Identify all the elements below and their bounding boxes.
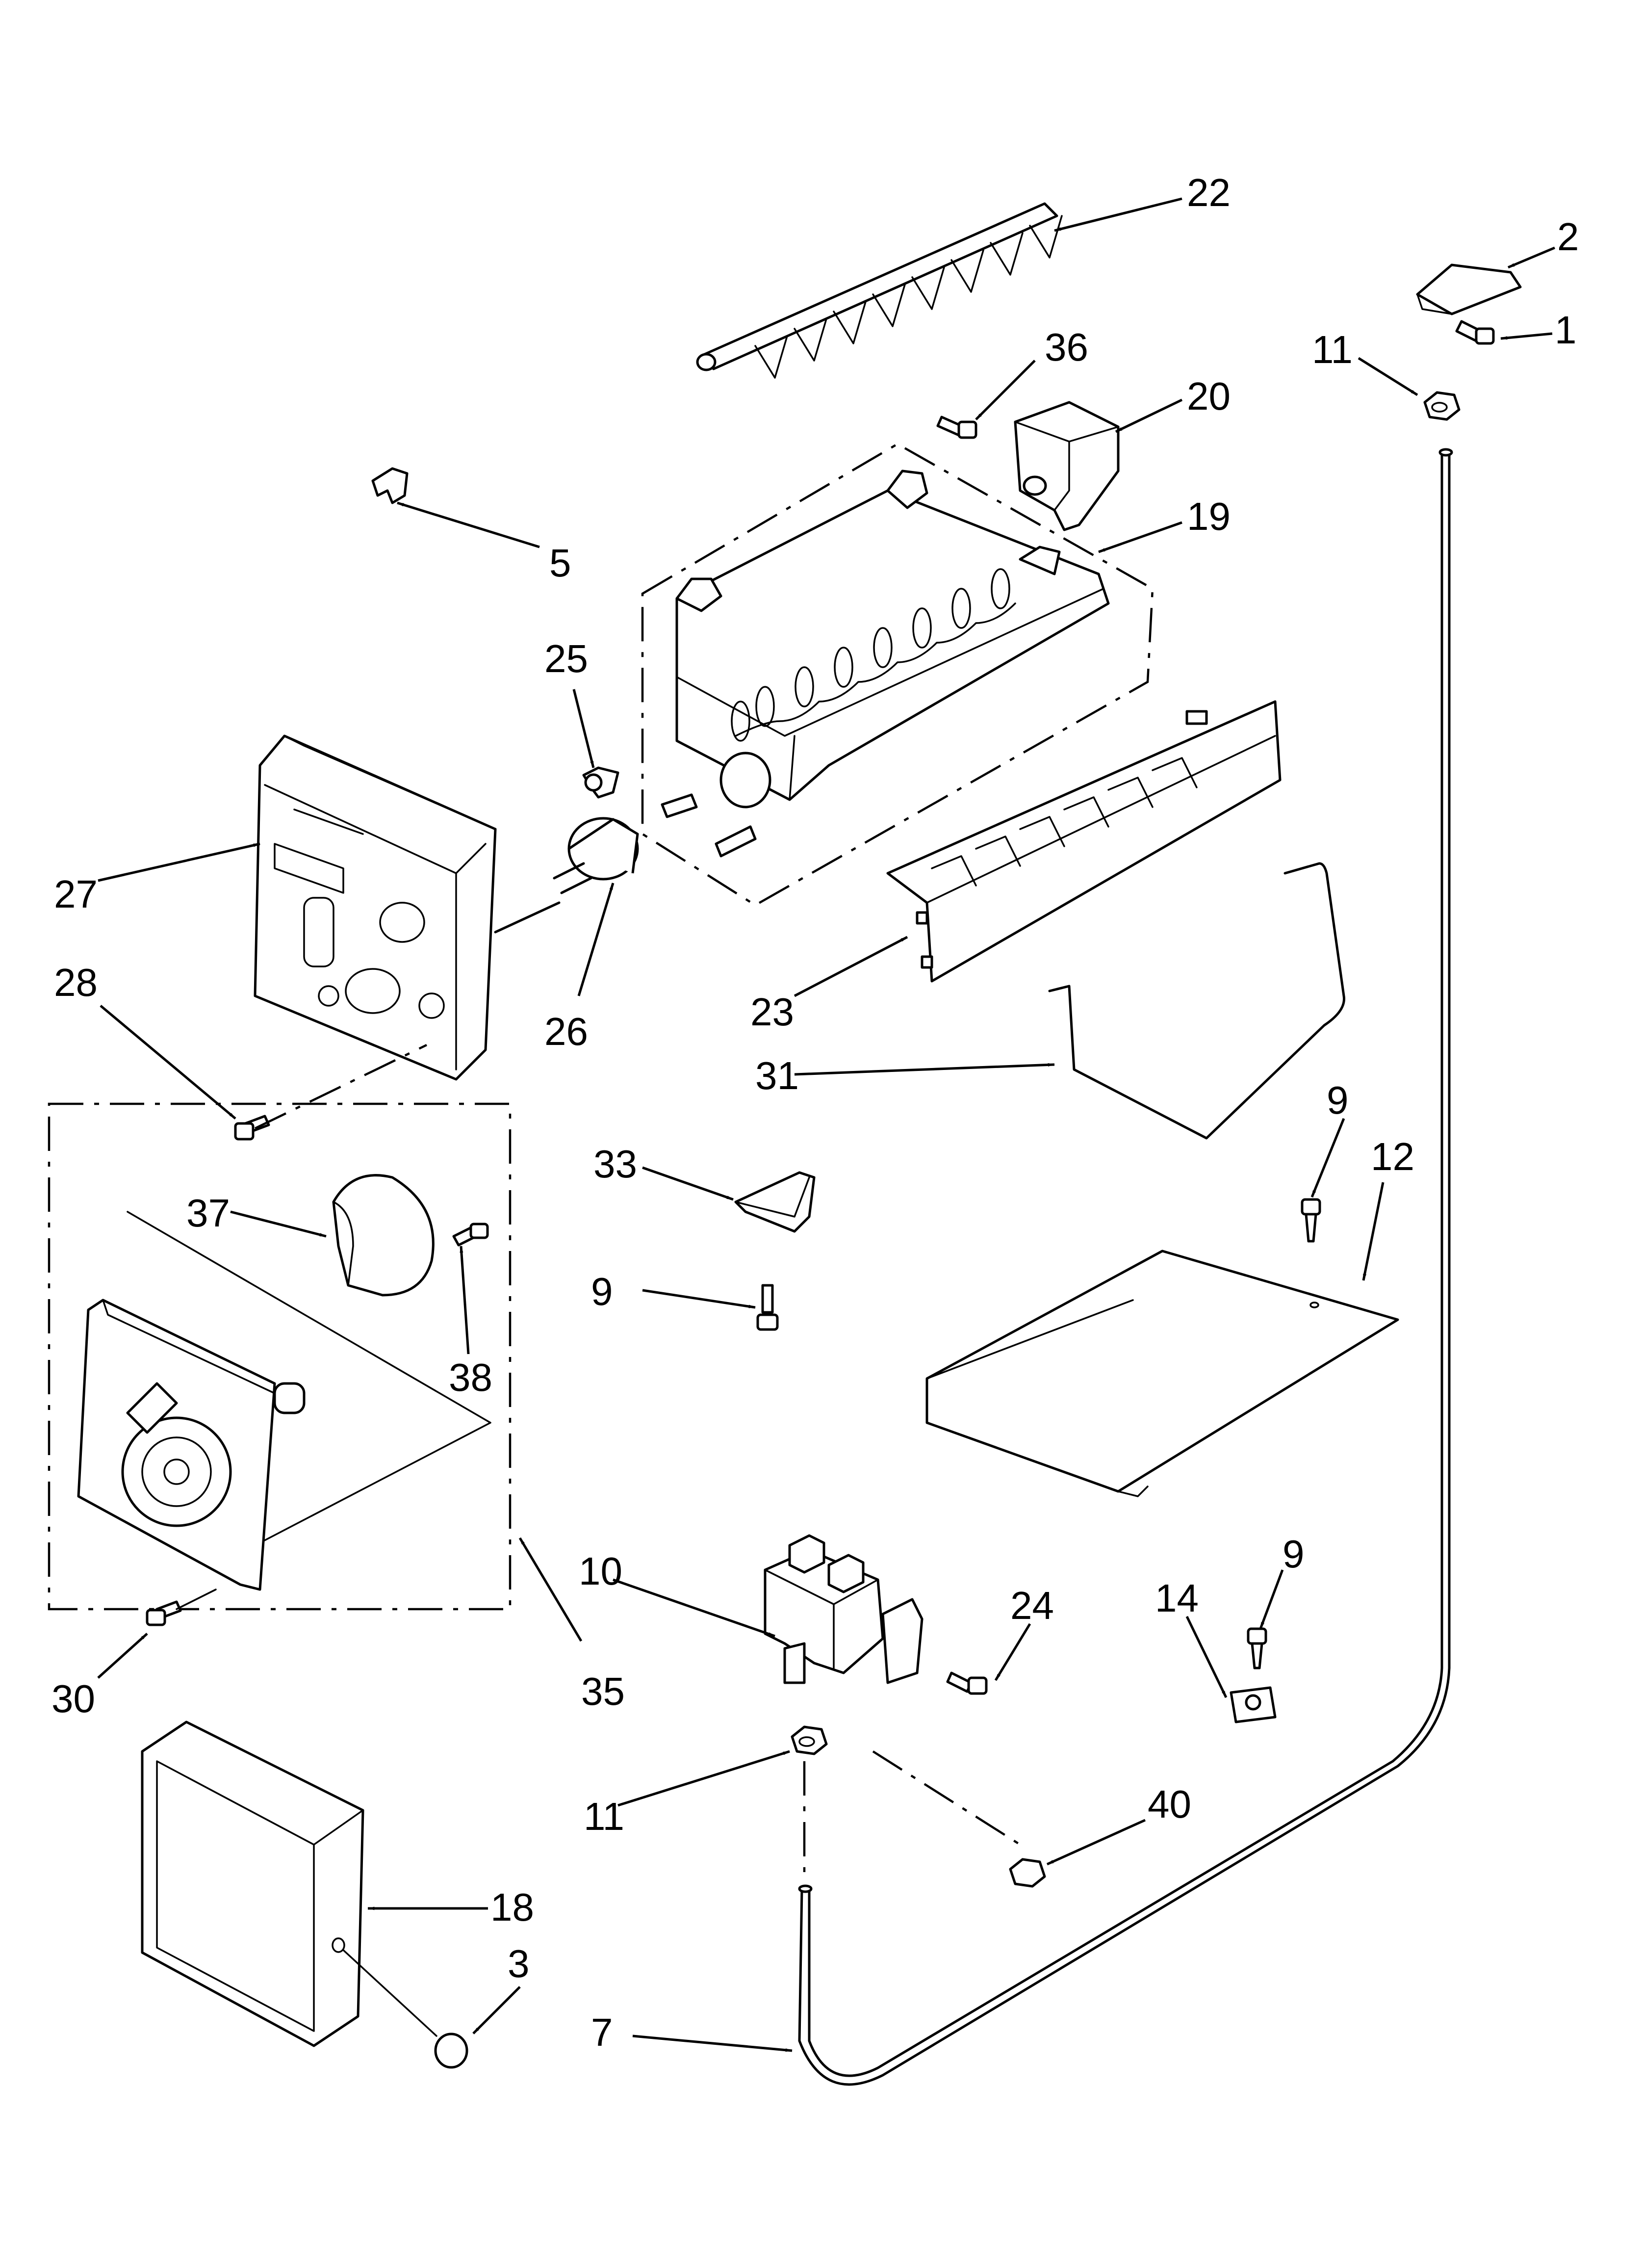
part-label-3: 3: [508, 1942, 530, 1985]
module-35-dashed-box: [48, 1102, 512, 1611]
nut-40-drawing: [872, 1750, 1046, 1888]
screw-19-drawing: [946, 1671, 988, 1695]
part-label-23: 22: [1187, 171, 1231, 214]
part-label-19: 24: [1010, 1584, 1054, 1627]
part-label-38: 38: [449, 1356, 492, 1399]
screw-9-lower-drawing: [1247, 1627, 1267, 1669]
nut-lower-drawing: [791, 1725, 828, 1874]
part-label-11-top: 11: [1312, 328, 1353, 371]
screw-36-drawing: [936, 416, 977, 439]
mold-drawing: [661, 469, 1110, 858]
shutoff-arm-drawing: [1048, 862, 1345, 1140]
clip-26-drawing: [582, 766, 619, 799]
screw-9-right-drawing: [1301, 1198, 1321, 1243]
part-label-31: 31: [755, 1054, 799, 1097]
leader-lines: [97, 197, 1555, 2052]
mold-dashed-box: [641, 443, 1154, 907]
screw-1-drawing: [1455, 320, 1495, 345]
part-label-5: 5: [549, 541, 571, 585]
screw-9-mid-drawing: [756, 1284, 779, 1331]
part-label-26: 25: [544, 637, 588, 680]
part-label-9-mid: 9: [591, 1270, 613, 1313]
part-label-7: 7: [591, 2010, 613, 2054]
screw-28-drawing: [234, 1115, 270, 1141]
screw-38-drawing: [452, 1223, 489, 1247]
part-label-9-lower: 9: [1283, 1532, 1305, 1576]
motor-37-drawing: [332, 1174, 435, 1297]
part-label-30: 30: [51, 1677, 95, 1721]
plug-3-drawing: [342, 1949, 468, 2069]
part-label-2: 2: [1557, 215, 1579, 259]
water-valve-10-drawing: [764, 1534, 924, 1684]
plate-12-drawing: [925, 1250, 1399, 1497]
part-label-25: 27: [54, 872, 98, 916]
part-label-24: 23: [750, 990, 794, 1034]
part-label-14: 14: [1155, 1576, 1199, 1620]
part-label-10: 10: [579, 1549, 622, 1593]
part-label-1: 1: [1555, 308, 1577, 352]
water-tube-drawing: [798, 448, 1453, 2086]
part-label-40: 40: [1148, 1782, 1191, 1826]
part-label-22: 20: [1187, 374, 1231, 418]
clamp-14-drawing: [1230, 1686, 1277, 1723]
part-label-20: 19: [1187, 495, 1231, 538]
control-module-35-drawing: [77, 1299, 306, 1591]
fill-cup-drawing: [1014, 401, 1120, 531]
part-label-11-lower: 11: [584, 1795, 624, 1838]
part-label-27: 26: [544, 1010, 588, 1053]
nut-top-drawing: [1423, 391, 1461, 421]
stripper-drawing: [886, 700, 1282, 983]
part-labels: 22 2 1 11 36 20 19 5 25 27 26 28 23 31 9…: [51, 171, 1579, 2054]
part-label-28: 28: [54, 961, 98, 1004]
cover-33-drawing: [734, 1171, 816, 1233]
screw-30-guide: [176, 1589, 217, 1610]
part-label-35: 35: [581, 1669, 625, 1713]
screw-30-drawing: [146, 1600, 182, 1626]
part-label-18: 18: [490, 1885, 534, 1929]
thermostat-27-drawing: [553, 817, 639, 894]
part-label-9-right: 9: [1327, 1078, 1349, 1122]
screw-28-guide: [255, 1043, 427, 1130]
part-label-33: 33: [593, 1142, 637, 1186]
part-label-12: 12: [1371, 1135, 1414, 1178]
housing-25-drawing: [254, 734, 561, 1081]
cover-18-drawing: [141, 1721, 364, 2047]
ejector-drawing: [696, 202, 1063, 379]
clip-5-drawing: [371, 467, 409, 504]
module-plane-outline: [127, 1211, 491, 1546]
bracket-drawing: [1416, 263, 1522, 315]
part-label-36: 36: [1045, 325, 1088, 369]
part-label-37: 37: [186, 1191, 230, 1235]
